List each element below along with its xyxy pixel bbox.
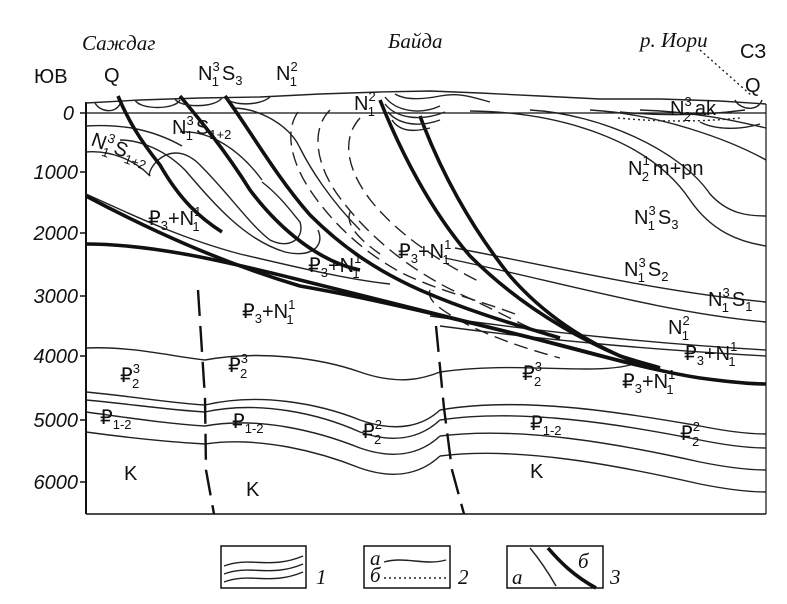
unit-q-left: Q bbox=[104, 65, 120, 87]
depth-tick-6000: 6000 bbox=[34, 472, 79, 494]
legend: 1 а б 2 а б 3 bbox=[220, 545, 621, 590]
faults bbox=[85, 94, 767, 515]
iori-callout-line bbox=[699, 49, 753, 97]
depth-tick-3000: 3000 bbox=[34, 286, 79, 308]
unit-n1-3-s1-2-left: N31S1+2 bbox=[87, 125, 153, 173]
depth-tick-1000: 1000 bbox=[34, 162, 79, 184]
legend-3-b: б bbox=[578, 549, 590, 573]
unit-k-left: K bbox=[124, 463, 138, 485]
unit-q-right: Q bbox=[745, 75, 761, 97]
legend-number-1: 1 bbox=[316, 565, 327, 589]
locality-bayda: Байда bbox=[387, 29, 443, 53]
inferred-contacts bbox=[290, 109, 561, 359]
legend-2-b: б bbox=[370, 563, 382, 587]
legend-2-a: а bbox=[370, 546, 381, 570]
depth-tick-2000: 2000 bbox=[33, 223, 79, 245]
legend-3-a: а bbox=[512, 565, 523, 589]
legend-item-3: а б 3 bbox=[506, 545, 621, 590]
depth-tick-0: 0 bbox=[63, 103, 74, 125]
locality-iori: р. Иори bbox=[638, 28, 708, 52]
section-frame bbox=[85, 90, 767, 515]
unit-p1-2-b: ₽1-2 bbox=[232, 411, 264, 436]
stratigraphic-contacts bbox=[85, 107, 767, 493]
surface-deposits bbox=[94, 93, 763, 132]
legend-item-2: а б 2 bbox=[363, 545, 469, 589]
depth-tick-4000: 4000 bbox=[34, 346, 79, 368]
unit-k-right: K bbox=[530, 461, 544, 483]
legend-number-2: 2 bbox=[458, 565, 469, 589]
depth-axis: 0 1000 2000 3000 4000 5000 6000 bbox=[33, 103, 86, 494]
locality-sazhdag: Саждаг bbox=[82, 31, 156, 55]
direction-sw: ЮВ bbox=[34, 66, 68, 88]
depth-tick-5000: 5000 bbox=[34, 410, 79, 432]
legend-item-1: 1 bbox=[220, 545, 327, 589]
unit-p1-2-c: ₽1-2 bbox=[530, 413, 562, 438]
unit-p1-2-a: ₽1-2 bbox=[100, 407, 132, 432]
direction-nw: СЗ bbox=[740, 41, 766, 63]
legend-number-3: 3 bbox=[609, 565, 621, 589]
unit-k-center: K bbox=[246, 479, 260, 501]
